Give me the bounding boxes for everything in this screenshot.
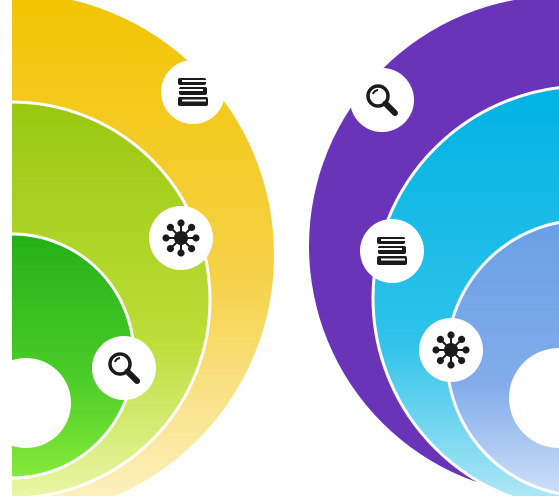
right-core-circle bbox=[509, 348, 559, 448]
left-core-circle bbox=[0, 358, 71, 448]
right-magnifier-badge[interactable] bbox=[350, 68, 414, 132]
books-icon bbox=[377, 237, 407, 265]
left-books-badge[interactable] bbox=[161, 60, 225, 124]
books-icon bbox=[178, 78, 208, 106]
left-network-badge[interactable] bbox=[149, 206, 213, 270]
right-network-badge[interactable] bbox=[419, 318, 483, 382]
right-books-badge[interactable] bbox=[360, 219, 424, 283]
network-icon bbox=[432, 331, 470, 369]
left-magnifier-badge[interactable] bbox=[92, 336, 156, 400]
left-margin bbox=[0, 0, 12, 496]
left-ring-group bbox=[0, 0, 274, 496]
right-ring-group bbox=[309, 0, 559, 496]
network-icon bbox=[162, 219, 200, 257]
